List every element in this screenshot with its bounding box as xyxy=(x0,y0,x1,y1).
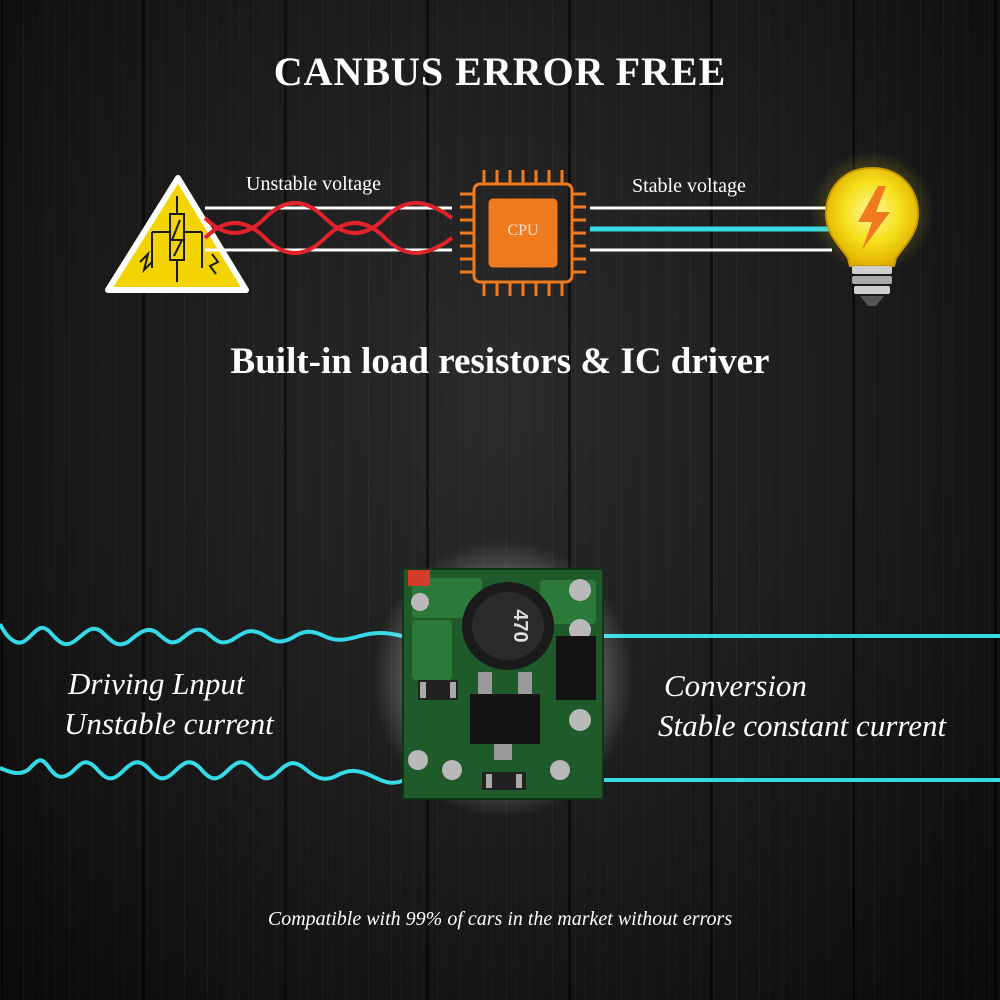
feature-subtitle: Built-in load resistors & IC driver xyxy=(230,341,770,382)
cpu-label: CPU xyxy=(507,222,539,239)
output-voltage-label: Stable voltage xyxy=(632,175,746,197)
inductor-label: 470 xyxy=(509,609,531,642)
compatibility-note: Compatible with 99% of cars in the marke… xyxy=(267,908,733,930)
light-bulb-icon xyxy=(810,150,934,306)
output-wires xyxy=(590,206,832,252)
stable-current-label: Stable constant current xyxy=(658,708,947,743)
cpu-chip-icon xyxy=(460,170,586,296)
stable-current-lines xyxy=(602,634,1000,782)
unstable-current-wave-top xyxy=(0,623,403,647)
page-title: CANBUS ERROR FREE xyxy=(273,49,727,94)
driving-input-label: Driving Lnput xyxy=(68,666,245,701)
unstable-current-wave-bottom xyxy=(0,758,405,785)
high-voltage-warning-icon xyxy=(105,175,249,293)
conversion-label: Conversion xyxy=(664,668,807,703)
input-voltage-label: Unstable voltage xyxy=(246,173,381,195)
unstable-current-label: Unstable current xyxy=(64,706,274,741)
input-wires xyxy=(203,201,454,255)
circuit-board-image: 470 xyxy=(372,540,634,818)
